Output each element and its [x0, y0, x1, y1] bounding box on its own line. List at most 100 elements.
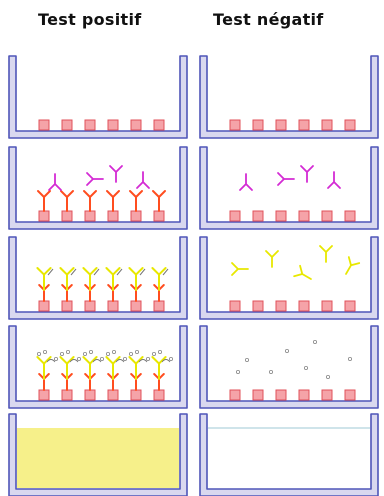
bound-secondary-antibody [152, 268, 165, 290]
bound-secondary-antibody [83, 268, 96, 290]
well-positive-step2 [9, 147, 187, 229]
antigen [345, 211, 355, 221]
antigen [253, 211, 263, 221]
bound-primary-antibody [38, 191, 50, 211]
substrate-molecule [100, 357, 103, 360]
substrate-molecule [326, 375, 329, 378]
substrate-molecule [77, 357, 80, 360]
antigen [62, 390, 72, 400]
bound-secondary-antibody [37, 268, 50, 290]
antigen [154, 301, 164, 311]
free-primary-antibody [278, 173, 294, 185]
antigen [299, 390, 309, 400]
substrate-molecule [135, 350, 138, 353]
antigen [230, 211, 240, 221]
well-negative-step5 [200, 414, 378, 496]
substrate-molecule [348, 357, 351, 360]
antigen [253, 301, 263, 311]
antigen [39, 211, 49, 221]
free-secondary-antibody [232, 263, 248, 275]
well-negative-step4 [200, 326, 378, 408]
substrate-molecule [146, 357, 149, 360]
antigen [276, 301, 286, 311]
substrate-molecule [43, 350, 46, 353]
antigen [85, 120, 95, 130]
well-negative-step2 [200, 147, 378, 229]
antigen [39, 390, 49, 400]
antigen [62, 120, 72, 130]
substrate-molecule [158, 350, 161, 353]
substrate-molecule [129, 352, 132, 355]
antigen [108, 301, 118, 311]
antigen [230, 390, 240, 400]
antigen [253, 120, 263, 130]
antigen [85, 390, 95, 400]
antigen [62, 301, 72, 311]
substrate-molecule [313, 340, 316, 343]
antigen [322, 120, 332, 130]
antigen [276, 120, 286, 130]
substrate-molecule [112, 350, 115, 353]
antigen [131, 390, 141, 400]
free-secondary-antibody [294, 266, 314, 284]
antigen [345, 390, 355, 400]
substrate-molecule [269, 370, 272, 373]
substrate-molecule [152, 352, 155, 355]
antigen [39, 301, 49, 311]
free-primary-antibody [110, 166, 122, 182]
free-primary-antibody [240, 174, 252, 190]
free-primary-antibody [137, 172, 149, 188]
well-wall [200, 414, 378, 496]
substrate-molecule [37, 352, 40, 355]
substrate-molecule [285, 349, 288, 352]
substrate-molecule [245, 358, 248, 361]
bound-primary-antibody [61, 191, 73, 211]
free-primary-antibody [49, 174, 61, 190]
bound-secondary-antibody [129, 268, 142, 290]
antigen [108, 211, 118, 221]
antigen [322, 301, 332, 311]
bound-primary-antibody [130, 191, 142, 211]
antigen [108, 390, 118, 400]
antigen [322, 390, 332, 400]
antigen [345, 120, 355, 130]
antigen [85, 301, 95, 311]
antigen [85, 211, 95, 221]
substrate-molecule [66, 350, 69, 353]
substrate-molecule [123, 357, 126, 360]
antigen [230, 120, 240, 130]
substrate-molecule [169, 357, 172, 360]
well-positive-step1 [9, 56, 187, 138]
antigen [131, 120, 141, 130]
antigen [276, 211, 286, 221]
antigen [299, 120, 309, 130]
well-positive-step4 [9, 326, 187, 408]
free-secondary-antibody [320, 246, 332, 262]
free-secondary-antibody [266, 251, 278, 267]
substrate-molecule [106, 352, 109, 355]
yellow-color-product [17, 428, 179, 488]
antigen [276, 390, 286, 400]
antigen [62, 211, 72, 221]
free-primary-antibody [328, 172, 340, 188]
antigen [322, 211, 332, 221]
bound-primary-antibody [107, 191, 119, 211]
bound-secondary-antibody [60, 268, 73, 290]
well-positive-step3 [9, 237, 187, 319]
well-negative-step1 [200, 56, 378, 138]
antigen [39, 120, 49, 130]
well-negative-step3 [200, 237, 378, 319]
antigen [253, 390, 263, 400]
antigen [299, 301, 309, 311]
bound-secondary-antibody [106, 268, 119, 290]
bound-primary-antibody [84, 191, 96, 211]
antigen [154, 390, 164, 400]
substrate-molecule [83, 352, 86, 355]
well-positive-step5 [9, 414, 187, 496]
antigen [230, 301, 240, 311]
antigen [131, 301, 141, 311]
free-secondary-antibody [341, 257, 359, 277]
antigen [345, 301, 355, 311]
substrate-molecule [60, 352, 63, 355]
